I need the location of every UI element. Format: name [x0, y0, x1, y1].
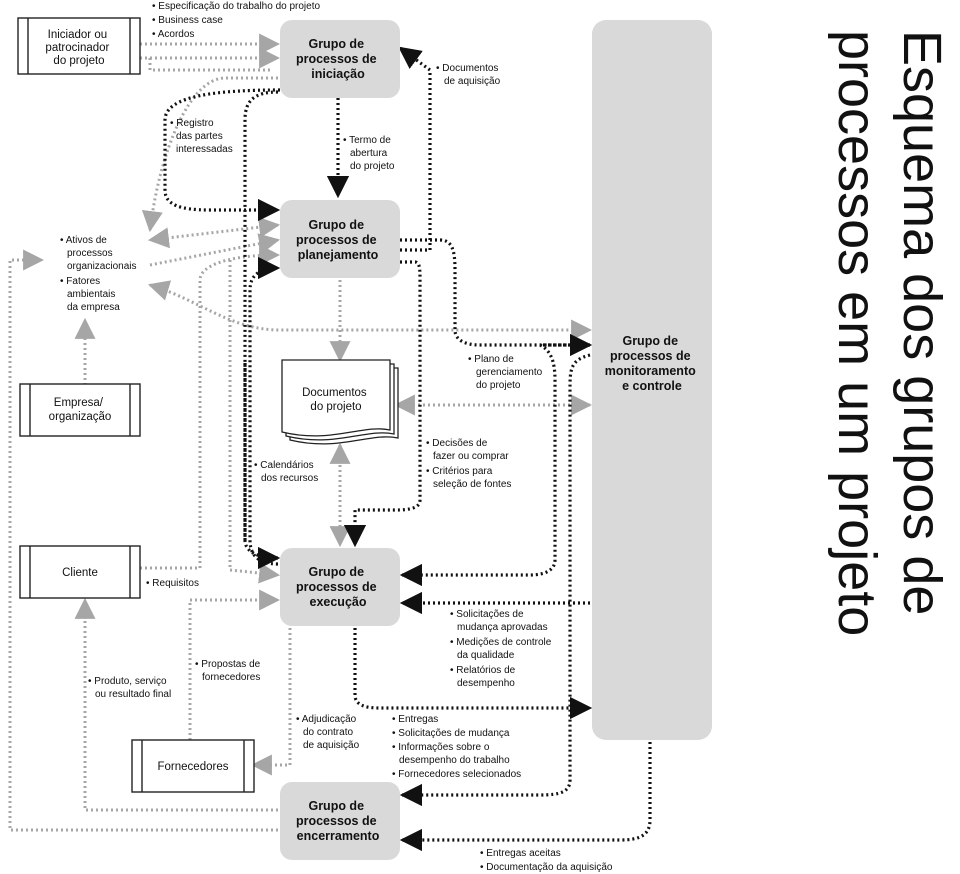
entity-customer: [19, 545, 141, 599]
label-make-or-buy: • Decisões de fazer ou comprar • Critéri…: [426, 438, 511, 490]
entity-sponsor: [17, 17, 141, 75]
label-seller-proposals: • Propostas de fornecedores: [195, 659, 263, 683]
side-title-line-2: processos em um projeto: [827, 30, 887, 637]
svg-text:Grupo de processos de: Grupo de processos de planejamento: [296, 218, 380, 262]
label-change-requests-approved: • Solicitações de mudança aprovadas • Me…: [450, 609, 554, 689]
svg-text:Grupo de processos de: Grupo de processos de encerramento: [296, 799, 380, 843]
dark-connectors: [163, 46, 652, 852]
label-stakeholder-register: • Registro das partes interessadas: [170, 118, 233, 155]
process-group-initiation: Grupo de processos de iniciação: [280, 20, 400, 98]
label-sponsor-outputs: • Especificação do trabalho do projeto •…: [152, 1, 323, 40]
entity-sponsor-label: Iniciador ou patrocinador do projeto: [45, 29, 112, 67]
entity-sellers: [131, 739, 255, 793]
side-title: Esquema dos grupos de processos em um pr…: [812, 30, 960, 850]
light-connectors: [8, 33, 593, 832]
process-group-closing: Grupo de processos de encerramento: [280, 782, 400, 860]
process-group-planning: Grupo de processos de planejamento: [280, 200, 400, 278]
label-pm-plan: • Plano de gerenciamento do projeto: [468, 354, 545, 391]
process-group-monitoring: Grupo de processos de monitoramento e co…: [592, 20, 712, 740]
label-org-assets: • Ativos de processos organizacionais • …: [60, 235, 139, 313]
svg-text:Grupo de processos de: Grupo de processos de execução: [296, 565, 380, 609]
label-procurement-documents: • Documentos de aquisição: [436, 63, 501, 87]
label-resource-calendars: • Calendários dos recursos: [254, 460, 318, 484]
process-group-execution: Grupo de processos de execução: [280, 548, 400, 626]
label-requirements: • Requisitos: [146, 578, 199, 589]
entity-enterprise-label: Empresa/ organização: [49, 397, 112, 423]
project-documents-label: Documentos do projeto: [302, 387, 370, 413]
process-groups-diagram: Grupo de processos de iniciação Grupo de…: [8, 1, 712, 873]
label-procurement-award: • Adjudicação do contrato de aquisição: [296, 714, 360, 751]
entity-customer-label: Cliente: [62, 567, 98, 579]
entity-enterprise: [19, 383, 141, 437]
label-closing-inputs: • Entregas aceitas • Documentação da aqu…: [480, 848, 613, 873]
svg-text:Grupo de processos de: Grupo de processos de monitoramento e co…: [605, 334, 699, 393]
entity-sellers-label: Fornecedores: [158, 761, 229, 773]
label-project-charter: • Termo de abertura do projeto: [343, 135, 395, 172]
svg-text:Grupo de processos de: Grupo de processos de iniciação: [296, 37, 380, 81]
project-documents-icon: [281, 359, 399, 445]
label-final-product: • Produto, serviço ou resultado final: [88, 676, 171, 700]
side-title-line-1: Esquema dos grupos de: [892, 30, 952, 616]
label-execution-outputs: • Entregas • Solicitações de mudança • I…: [392, 714, 521, 780]
